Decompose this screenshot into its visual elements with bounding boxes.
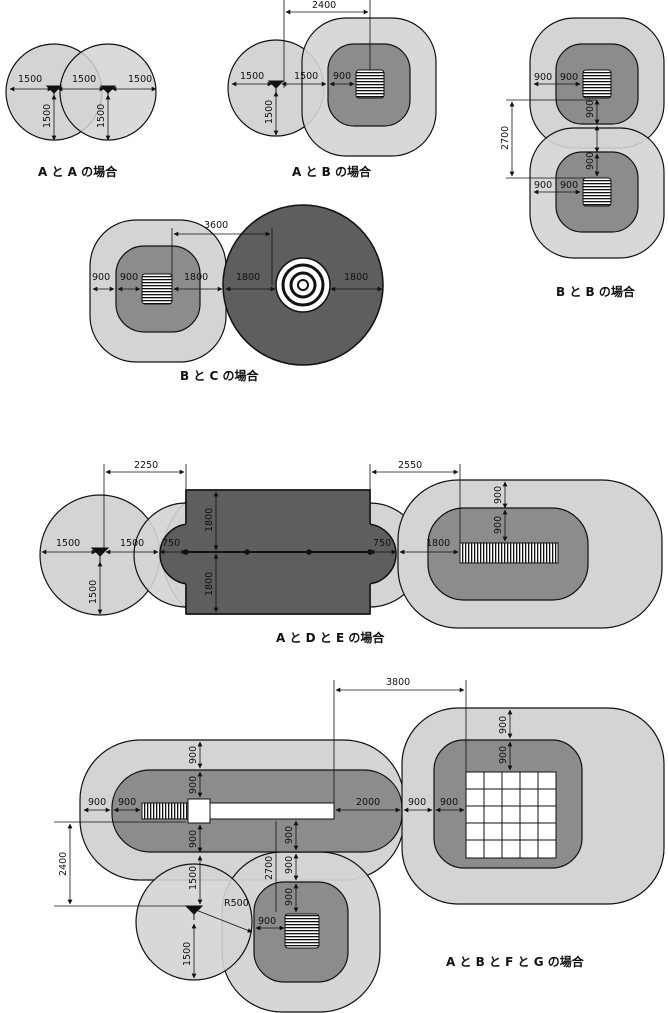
dim-label: 900: [408, 797, 426, 808]
equipment-a-icon: [45, 85, 63, 98]
dim-label: 900: [560, 72, 578, 83]
equipment-b-icon: [355, 69, 385, 99]
caption-a-d-e: A と D と E の場合: [276, 630, 385, 645]
equipment-a-icon: [99, 85, 117, 98]
dim-label: 1500: [42, 104, 53, 128]
equipment-f-icon: [141, 802, 189, 820]
dim-label: 900: [585, 152, 596, 170]
dim-label: 900: [258, 916, 276, 927]
caption-a-b-f-g: A と B と F と G の場合: [446, 954, 585, 969]
dim-label: 1500: [182, 942, 193, 966]
dim-label: 900: [188, 746, 199, 764]
dim-label: 900: [120, 272, 138, 283]
dim-label: 750: [373, 538, 391, 549]
dim-label: 2700: [264, 856, 275, 880]
equipment-a-icon: [267, 80, 285, 94]
dim-label: 1500: [56, 538, 80, 549]
dim-label: 1500: [96, 104, 107, 128]
equipment-b-icon: [284, 913, 320, 949]
dim-label: 3600: [204, 220, 228, 231]
dim-label: 2400: [58, 852, 69, 876]
dim-label: 900: [493, 516, 504, 534]
equipment-g-icon: [465, 771, 557, 859]
dim-label: 1800: [204, 572, 215, 596]
dim-label: 900: [188, 776, 199, 794]
dim-label: 1500: [188, 866, 199, 890]
group-a-b-f-g: 3800 900 900 2000 900 900 900 900 900 15…: [54, 677, 665, 1013]
equipment-e-icon: [459, 542, 559, 564]
dim-label: 1800: [344, 272, 368, 283]
caption-a-a: A と A の場合: [38, 164, 118, 179]
dim-label: 900: [284, 856, 295, 874]
group-b-b: 900 900 900 900 900 900 2700 B と B の場合: [500, 17, 665, 299]
group-b-c: 3600 900 900 1800 1800 1800 B と C の場合: [89, 204, 384, 383]
dim-label: 900: [534, 180, 552, 191]
dim-label: 2550: [398, 460, 422, 471]
group-a-b: 2400 1500 1500 900 1500 A と B の場合: [227, 0, 437, 179]
dim-label: 900: [560, 180, 578, 191]
dim-label: 3800: [386, 677, 410, 688]
dim-label: 2000: [356, 797, 380, 808]
dim-label: 900: [440, 797, 458, 808]
equipment-a-icon: [184, 905, 204, 920]
dim-label: 1800: [426, 538, 450, 549]
caption-b-b: B と B の場合: [556, 284, 636, 299]
dim-label: 1500: [128, 74, 152, 85]
dim-label: 1500: [264, 100, 275, 124]
zone-a: [135, 863, 253, 981]
dim-label: 1800: [204, 508, 215, 532]
dim-label: 750: [162, 538, 180, 549]
dim-label: 900: [118, 797, 136, 808]
dim-label: 2700: [500, 126, 511, 150]
dim-label: 900: [498, 746, 509, 764]
equipment-b-icon: [582, 69, 612, 99]
dim-label: 900: [534, 72, 552, 83]
dim-label: 2400: [312, 0, 336, 11]
dim-label: 1500: [120, 538, 144, 549]
equipment-b-icon: [582, 177, 612, 207]
group-a-d-e: 2250 2550 1500 1500 1500 750 750 1800 18…: [39, 460, 663, 645]
dim-label: 1500: [18, 74, 42, 85]
dim-label: R500: [224, 898, 249, 909]
dim-label: 900: [92, 272, 110, 283]
dim-label: 2250: [134, 460, 158, 471]
dim-label: 1500: [240, 71, 264, 82]
dim-label: 1800: [236, 272, 260, 283]
equipment-b-icon: [141, 273, 173, 305]
dim-label: 900: [88, 797, 106, 808]
dim-label: 1800: [184, 272, 208, 283]
dim-label: 1500: [88, 580, 99, 604]
caption-a-b: A と B の場合: [292, 164, 372, 179]
group-a-a: 1500 1500 1500 1500 1500 A と A の場合: [5, 43, 157, 179]
dim-label: 900: [585, 100, 596, 118]
dim-label: 900: [284, 888, 295, 906]
dim-label: 1500: [294, 71, 318, 82]
dim-label: 1500: [72, 74, 96, 85]
caption-b-c: B と C の場合: [180, 368, 259, 383]
dim-label: 900: [493, 486, 504, 504]
dim-label: 900: [498, 716, 509, 734]
dim-label: 900: [333, 71, 351, 82]
dim-label: 900: [284, 826, 295, 844]
dim-label: 900: [188, 830, 199, 848]
